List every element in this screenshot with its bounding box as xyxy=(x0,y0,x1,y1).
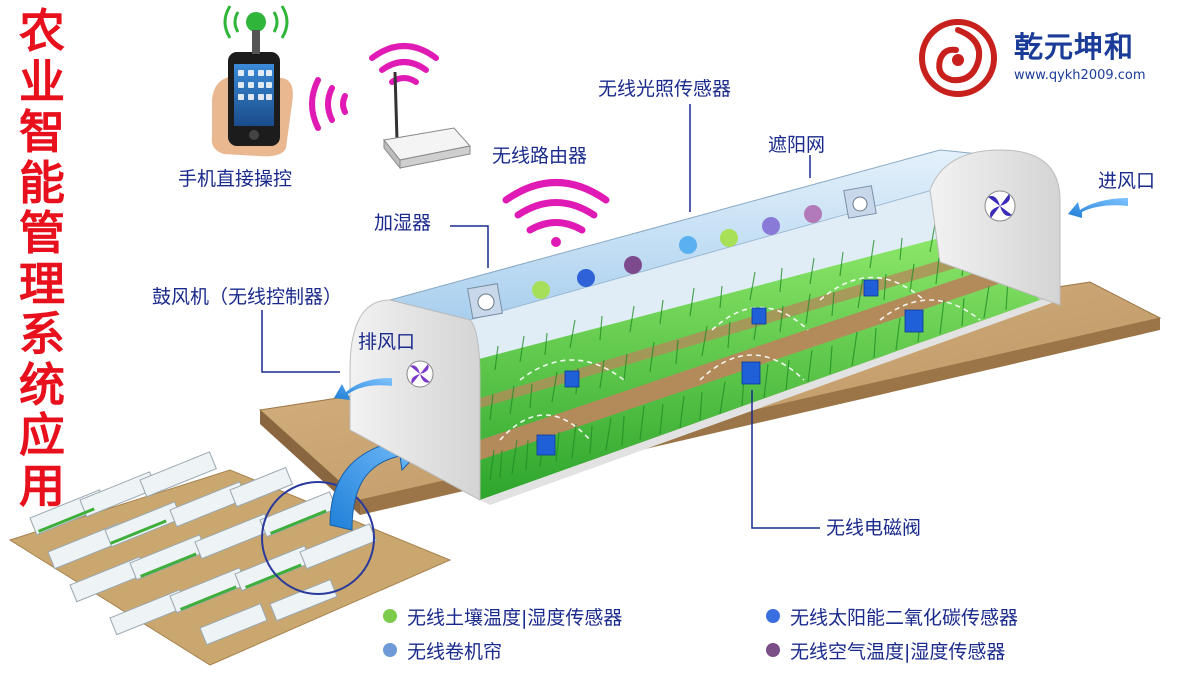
title-char: 应 xyxy=(19,408,65,462)
label-humidifier: 加湿器 xyxy=(374,212,432,234)
greenhouse-body xyxy=(349,149,1061,505)
legend-text: 无线土壤温度|湿度传感器 xyxy=(407,606,623,629)
label-air-outlet: 排风口 xyxy=(358,331,416,353)
label-light-sensor: 无线光照传感器 xyxy=(598,78,732,100)
legend-item-soil-sensor: 无线土壤温度|湿度传感器 xyxy=(383,604,623,629)
legend-dot xyxy=(766,643,780,657)
label-shade-net: 遮阳网 xyxy=(768,134,826,156)
label-phone-control: 手机直接操控 xyxy=(178,168,293,190)
legend-item-air-sensor: 无线空气温度|湿度传感器 xyxy=(766,638,1006,663)
label-blower: 鼓风机（无线控制器） xyxy=(152,286,343,308)
title-char: 业 xyxy=(19,54,65,109)
title-char: 系 xyxy=(19,307,65,361)
title-char: 管 xyxy=(19,206,65,260)
brand-name: 乾元坤和 xyxy=(1014,30,1135,64)
legend-dot xyxy=(766,609,780,623)
legend-dot xyxy=(383,609,397,623)
wifi-signal-icon xyxy=(309,77,348,131)
label-router: 无线路由器 xyxy=(492,145,588,167)
title-char: 智 xyxy=(19,105,65,159)
fan-icon xyxy=(984,190,1016,222)
fan-icon xyxy=(406,360,434,388)
wifi-signal-icon xyxy=(502,179,610,234)
title-char: 统 xyxy=(19,357,65,412)
label-air-inlet: 进风口 xyxy=(1098,170,1156,192)
air-flow-arrow-icon xyxy=(334,378,392,400)
wifi-router-icon xyxy=(383,71,471,170)
legend-text: 无线太阳能二氧化碳传感器 xyxy=(790,606,1019,629)
title-char: 农 xyxy=(19,4,65,58)
title-char: 能 xyxy=(19,155,65,210)
wifi-signal-icon xyxy=(369,43,439,85)
logo-dragon-icon xyxy=(919,19,997,97)
smartphone-icon xyxy=(211,5,293,157)
vertical-title: 农业智能管理系统应用 xyxy=(14,6,70,511)
legend-item-co2-sensor: 无线太阳能二氧化碳传感器 xyxy=(766,604,1019,629)
title-char: 理 xyxy=(19,256,65,311)
roof-sensor-dots xyxy=(532,205,822,299)
title-char: 用 xyxy=(19,458,65,513)
legend-dot xyxy=(383,643,397,657)
air-flow-arrow-icon xyxy=(1068,198,1128,218)
humidifier-device xyxy=(467,185,877,319)
legend-text: 无线卷机帘 xyxy=(407,640,503,663)
legend-text: 无线空气温度|湿度传感器 xyxy=(790,640,1006,663)
label-solenoid-valve: 无线电磁阀 xyxy=(826,517,922,539)
brand-url: www.qykh2009.com xyxy=(1014,68,1146,83)
leader-lines xyxy=(261,104,820,529)
field-sensor-blocks xyxy=(536,279,924,456)
legend-item-roller-shade: 无线卷机帘 xyxy=(383,638,503,663)
